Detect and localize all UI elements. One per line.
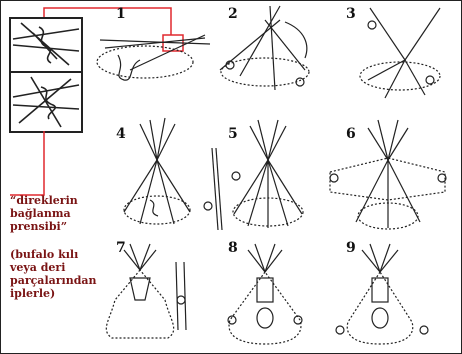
step-number-1: 1 (116, 6, 126, 22)
step-number-6: 6 (346, 126, 356, 142)
step-3-drawing (360, 8, 440, 98)
step-number-5: 5 (228, 126, 238, 142)
lashing-material-caption: (bufalo kılı veya deri parçalarından ipl… (10, 248, 100, 300)
step-number-8: 8 (228, 240, 238, 256)
step-9-drawing (336, 244, 428, 344)
step-4-drawing (124, 118, 222, 230)
step-number-4: 4 (116, 126, 126, 142)
step-8-drawing (228, 244, 302, 344)
lashing-caption: “direklerin bağlanma prensibi” (10, 194, 100, 233)
callout-connector (10, 8, 183, 195)
step-7-drawing (106, 244, 186, 338)
step-5-drawing (232, 120, 303, 228)
step-number-7: 7 (116, 240, 126, 256)
step-number-3: 3 (346, 6, 356, 22)
step-number-9: 9 (346, 240, 356, 256)
step-1-drawing (97, 35, 210, 80)
step-number-2: 2 (228, 6, 238, 22)
